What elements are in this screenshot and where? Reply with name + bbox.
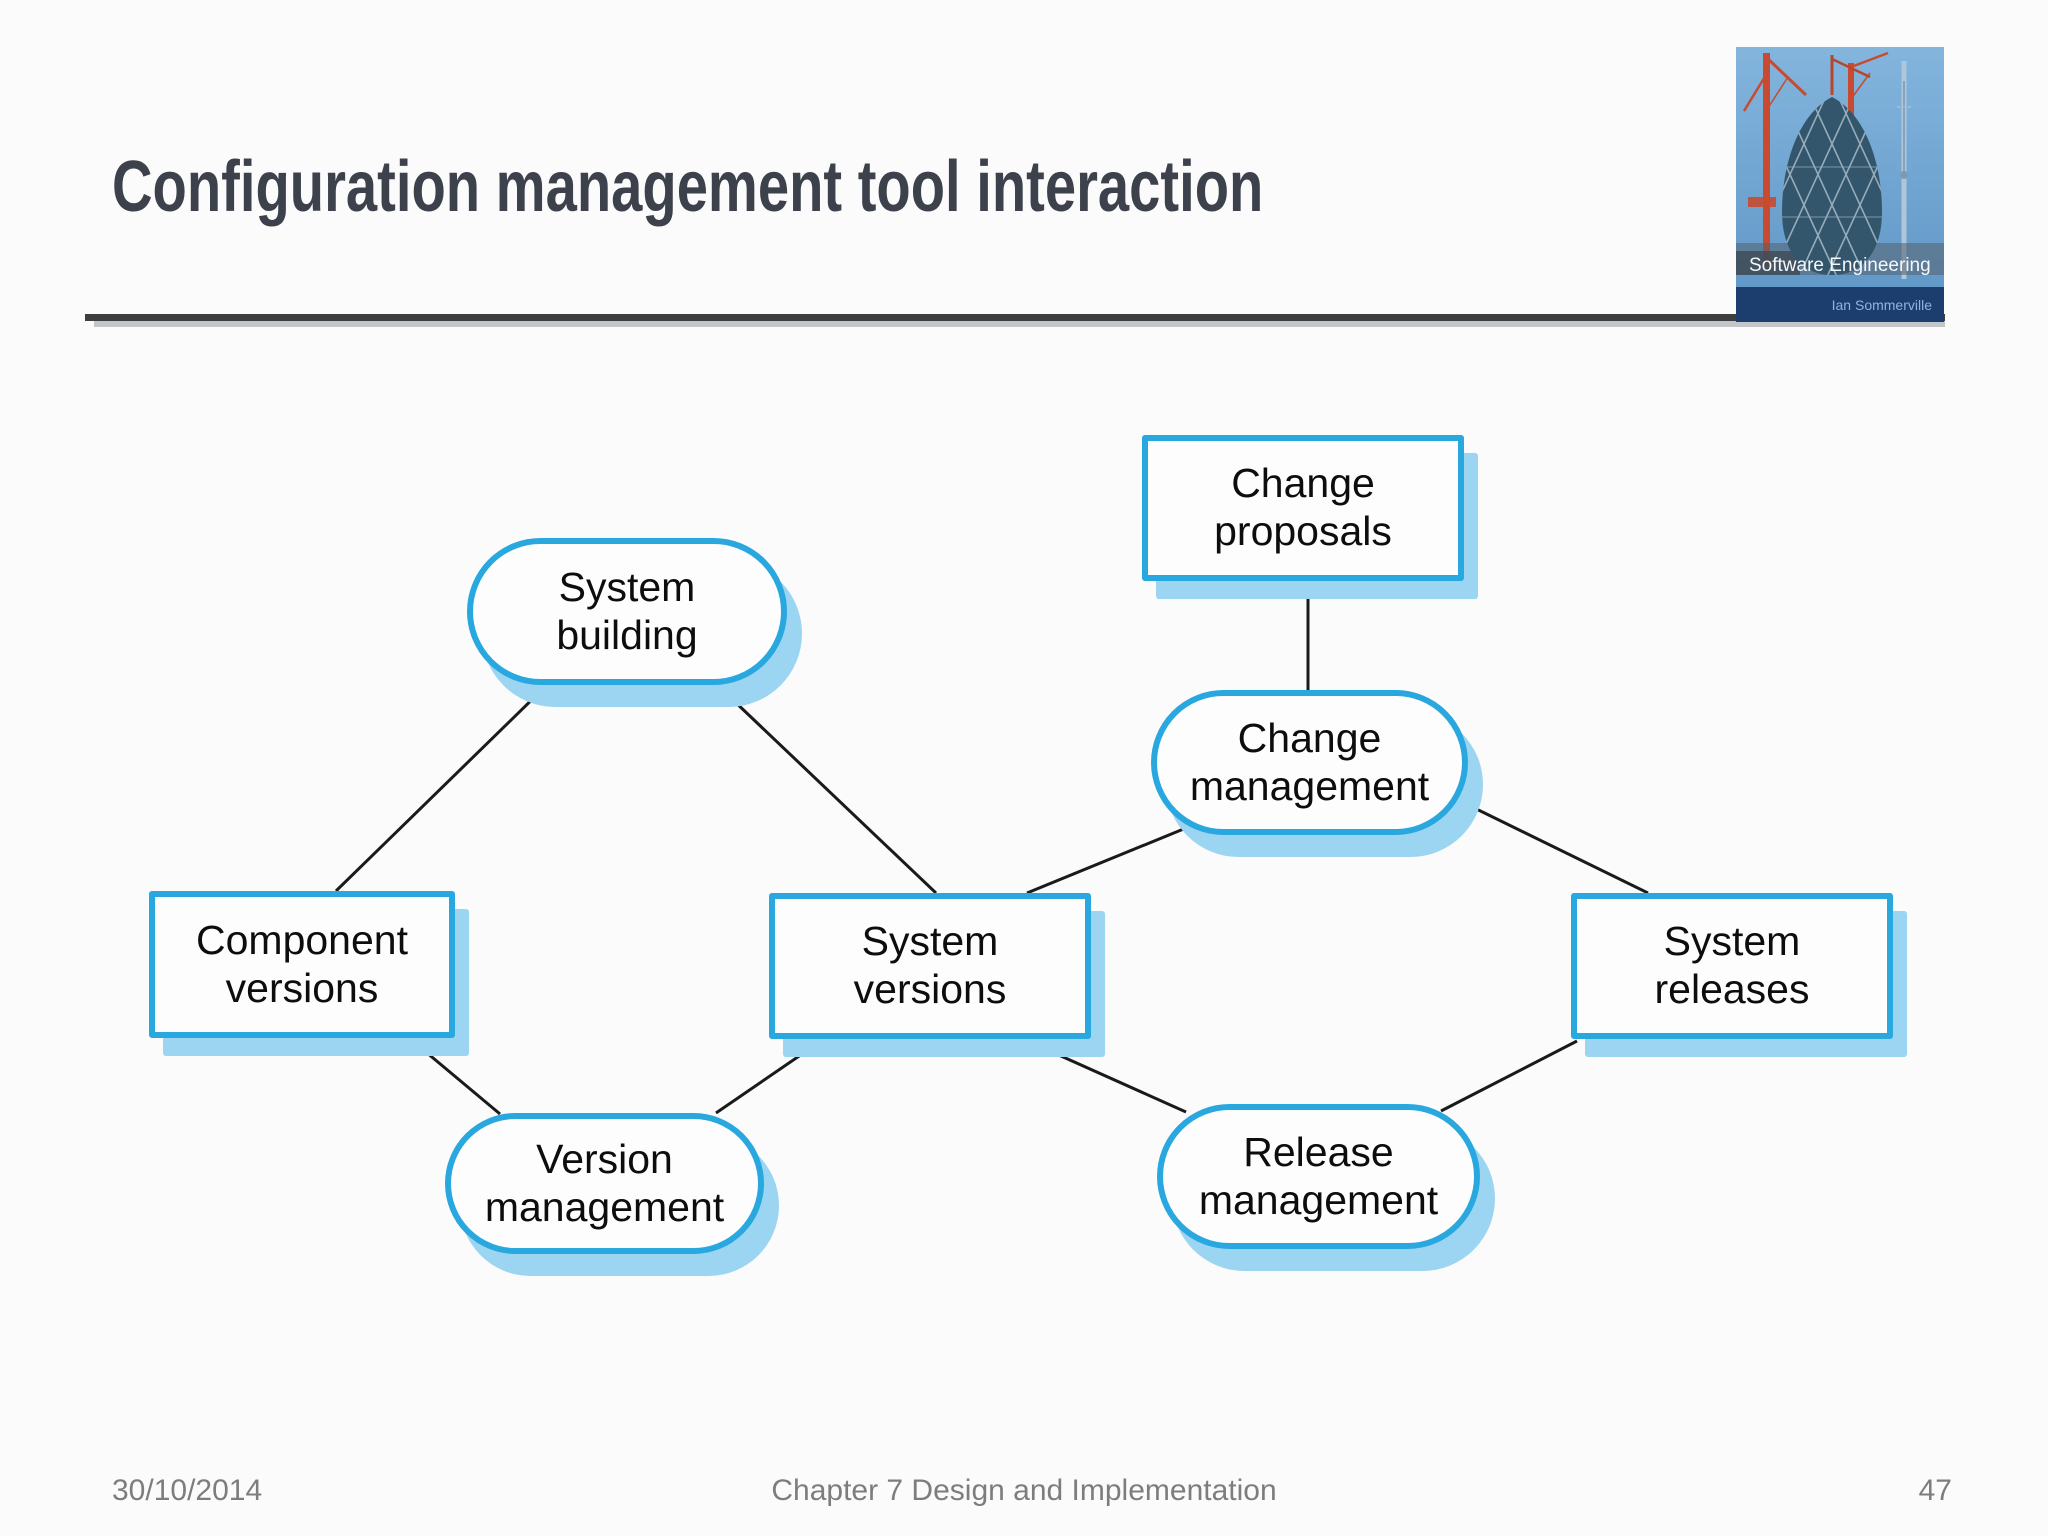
edge-system-versions-release-management bbox=[1022, 1037, 1187, 1114]
footer-chapter: Chapter 7 Design and Implementation bbox=[771, 1474, 1277, 1507]
footer-page-number: 47 bbox=[1918, 1474, 1952, 1507]
edge-change-management-system-releases bbox=[1457, 798, 1649, 895]
logo-gherkin-building bbox=[1782, 97, 1882, 275]
logo-tower bbox=[1897, 61, 1911, 279]
page-title: Configuration management tool interactio… bbox=[112, 147, 1264, 227]
node-label: Change management bbox=[1189, 714, 1430, 809]
logo-city-block bbox=[1736, 251, 1800, 275]
node-change-management: Change management bbox=[1151, 690, 1468, 835]
node-label: System releases bbox=[1654, 918, 1810, 1012]
node-system-releases: System releases bbox=[1571, 893, 1893, 1039]
edge-system-building-system-versions bbox=[710, 678, 938, 895]
node-release-management: Release management bbox=[1157, 1104, 1480, 1249]
node-version-management: Version management bbox=[445, 1113, 764, 1254]
node-system-building: System building bbox=[467, 538, 787, 685]
node-label: Change proposals bbox=[1214, 460, 1392, 554]
title-rule bbox=[85, 314, 1945, 321]
node-change-proposals: Change proposals bbox=[1142, 435, 1464, 581]
edge-component-versions-version-management bbox=[407, 1035, 501, 1116]
logo-band bbox=[1736, 287, 1944, 322]
node-label: System versions bbox=[853, 918, 1007, 1012]
node-system-versions: System versions bbox=[769, 893, 1091, 1039]
node-label: System building bbox=[556, 563, 698, 658]
footer-date: 30/10/2014 bbox=[112, 1474, 263, 1507]
node-label: Component versions bbox=[196, 916, 408, 1011]
title-rule-shadow bbox=[94, 321, 1945, 327]
logo-top-crane bbox=[1830, 55, 1871, 95]
edge-system-building-component-versions bbox=[334, 681, 551, 893]
edge-change-management-system-versions bbox=[1026, 826, 1187, 895]
node-label: Version management bbox=[484, 1135, 725, 1230]
software-engineering-book-logo: Software Engineering Ian Sommerville bbox=[1736, 47, 1944, 322]
logo-author: Ian Sommerville bbox=[1832, 297, 1933, 313]
edge-release-management-system-releases bbox=[1440, 1039, 1578, 1113]
edge-system-versions-version-management bbox=[715, 1037, 825, 1115]
node-label: Release management bbox=[1198, 1128, 1439, 1223]
logo-title: Software Engineering bbox=[1749, 255, 1931, 276]
node-component-versions: Component versions bbox=[149, 891, 455, 1038]
